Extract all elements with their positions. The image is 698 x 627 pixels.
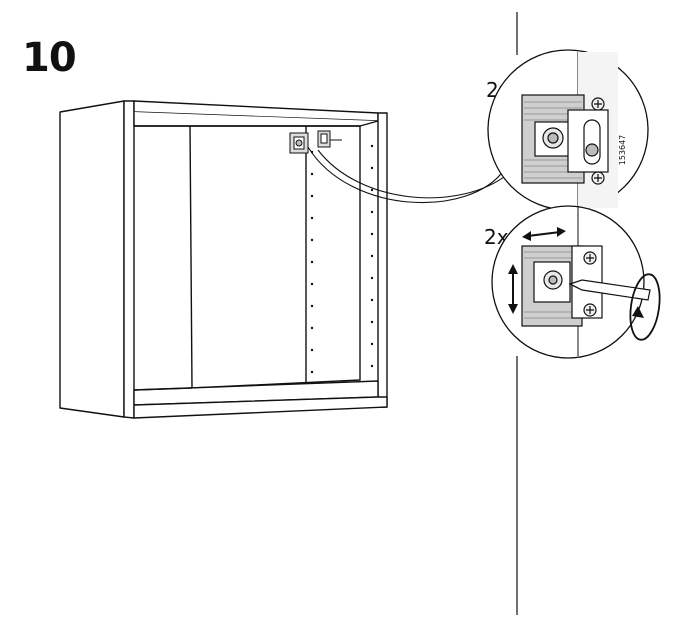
screwdriver-icon — [568, 279, 651, 301]
rotation-arrow-icon — [629, 273, 661, 341]
suspension-fitting-adjust-icon — [521, 245, 603, 327]
detail-2-quantity: 2x — [484, 225, 509, 249]
detail-circle-1: 153647 — [487, 49, 649, 211]
article-number: 153647 — [618, 135, 627, 166]
shelf-pin-holes — [310, 144, 374, 374]
vertical-adjustment-arrow-icon — [508, 264, 518, 314]
suspension-fitting-icon — [521, 94, 609, 185]
cabinet-fittings — [289, 130, 342, 154]
detail-circle-2 — [491, 205, 661, 359]
step-number: 10 — [22, 35, 77, 81]
horizontal-adjustment-arrow-icon — [522, 227, 566, 241]
wall-cabinet-frame-icon — [59, 100, 388, 419]
